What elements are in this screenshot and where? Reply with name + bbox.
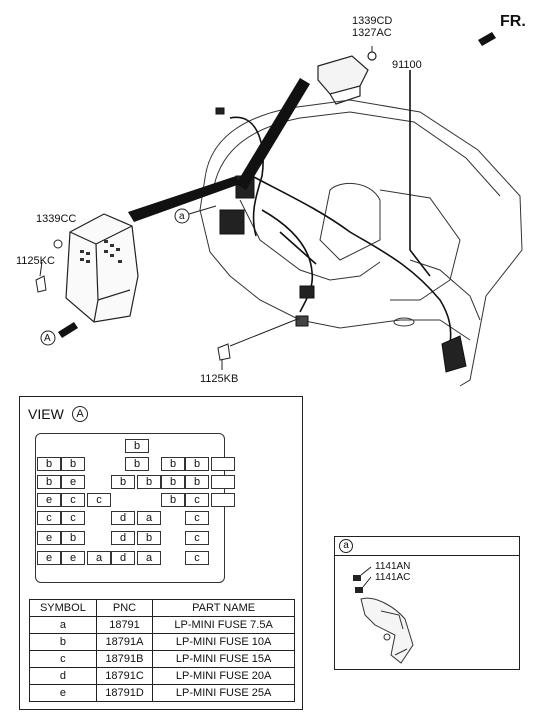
part-1339cc-label: 1339CC: [36, 213, 77, 225]
relay-module: [317, 51, 377, 105]
fuse-slot: e: [61, 551, 85, 565]
fuse-slot: b: [37, 457, 61, 471]
table-cell: d: [29, 667, 97, 685]
bolt-1339cc-icon: [53, 239, 63, 249]
fuse-slot: d: [111, 511, 135, 525]
table-cell: LP-MINI FUSE 7.5A: [152, 616, 295, 634]
table-cell: LP-MINI FUSE 25A: [152, 684, 295, 702]
table-cell: 18791: [95, 616, 154, 634]
part-1141ac-label: 1141AC: [375, 572, 411, 583]
fuse-slot: e: [37, 551, 61, 565]
table-cell: e: [29, 684, 97, 702]
harness-illustration: [35, 32, 523, 387]
fuse-slot: d: [111, 551, 135, 565]
table-cell: c: [29, 650, 97, 668]
table-cell: b: [29, 633, 97, 651]
fuse-box-outline: [35, 433, 225, 583]
table-cell: LP-MINI FUSE 10A: [152, 633, 295, 651]
fuse-slot: d: [111, 531, 135, 545]
callout-a-marker: [174, 208, 190, 224]
table-cell: 18791C: [95, 667, 154, 685]
fuse-slot: c: [37, 511, 61, 525]
fuse-slot: c: [185, 551, 209, 565]
guide-sweep-left: [128, 176, 240, 222]
fuse-slot: [211, 493, 235, 507]
fuse-slot: a: [137, 551, 161, 565]
fuse-slot: c: [185, 511, 209, 525]
part-91100-label: 91100: [392, 59, 422, 71]
fuse-slot: b: [61, 531, 85, 545]
front-label: FR.: [500, 13, 526, 30]
front-arrow-icon: [478, 32, 496, 46]
table-cell: 18791A: [95, 633, 154, 651]
fuse-slot: a: [87, 551, 111, 565]
fuse-slot: b: [37, 475, 61, 489]
fuse-slot: c: [61, 493, 85, 507]
fuse-slot: b: [185, 475, 209, 489]
fuse-slot: [211, 475, 235, 489]
fuse-slot: b: [61, 457, 85, 471]
table-header-cell: SYMBOL: [29, 599, 97, 617]
view-a-marker-letter: A: [44, 333, 51, 344]
harness-connectors: [215, 107, 467, 373]
part-1125kc-label: 1125KC: [16, 255, 55, 267]
callout-a-letter: a: [179, 211, 185, 222]
bolt-1125kb-icon: [217, 343, 231, 361]
fuse-slot: c: [61, 511, 85, 525]
view-a-arrow-icon: [58, 322, 78, 338]
part-1339cd-label: 1339CD: [352, 15, 393, 27]
junction-box: [65, 213, 139, 323]
bolt-1125kc-icon: [35, 275, 47, 293]
table-cell: 18791D: [95, 684, 154, 702]
fuse-slot: e: [37, 493, 61, 507]
fuse-slot: c: [185, 493, 209, 507]
fuse-slot: c: [185, 531, 209, 545]
part-1141an-label: 1141AN: [375, 561, 411, 572]
fuse-slot: c: [87, 493, 111, 507]
fuse-slot: b: [185, 457, 209, 471]
fuse-slot: b: [125, 457, 149, 471]
fuse-slot: b: [161, 457, 185, 471]
fuse-slot: b: [125, 439, 149, 453]
table-header-cell: PNC: [95, 599, 154, 617]
fuse-slot: b: [137, 531, 161, 545]
fuse-slot: e: [61, 475, 85, 489]
fuse-pattern: [80, 240, 122, 263]
wiring-harness: [229, 70, 452, 345]
table-cell: LP-MINI FUSE 15A: [152, 650, 295, 668]
fuse-slot: b: [161, 475, 185, 489]
part-1125kb-label: 1125KB: [200, 373, 239, 385]
dashboard-frame: [199, 99, 523, 387]
detail-illustration: [353, 566, 414, 664]
view-title: VIEW: [28, 406, 64, 422]
fuse-slot: b: [111, 475, 135, 489]
table-cell: LP-MINI FUSE 20A: [152, 667, 295, 685]
detail-header: [335, 537, 519, 556]
part-1327ac-label: 1327AC: [352, 27, 392, 39]
fuse-slot: a: [137, 511, 161, 525]
table-header-cell: PART NAME: [152, 599, 295, 617]
detail-marker: a: [339, 539, 353, 553]
table-cell: 18791B: [95, 650, 154, 668]
fuse-slot: b: [161, 493, 185, 507]
guide-sweep-top: [236, 78, 310, 190]
detail-a-panel: a 1141AN 1141AC: [334, 536, 520, 670]
fuse-slot: e: [37, 531, 61, 545]
view-marker-circle: A: [72, 406, 88, 422]
fuse-slot: [211, 457, 235, 471]
view-a-marker: [40, 330, 56, 346]
table-cell: a: [29, 616, 97, 634]
fuse-slot: b: [137, 475, 161, 489]
